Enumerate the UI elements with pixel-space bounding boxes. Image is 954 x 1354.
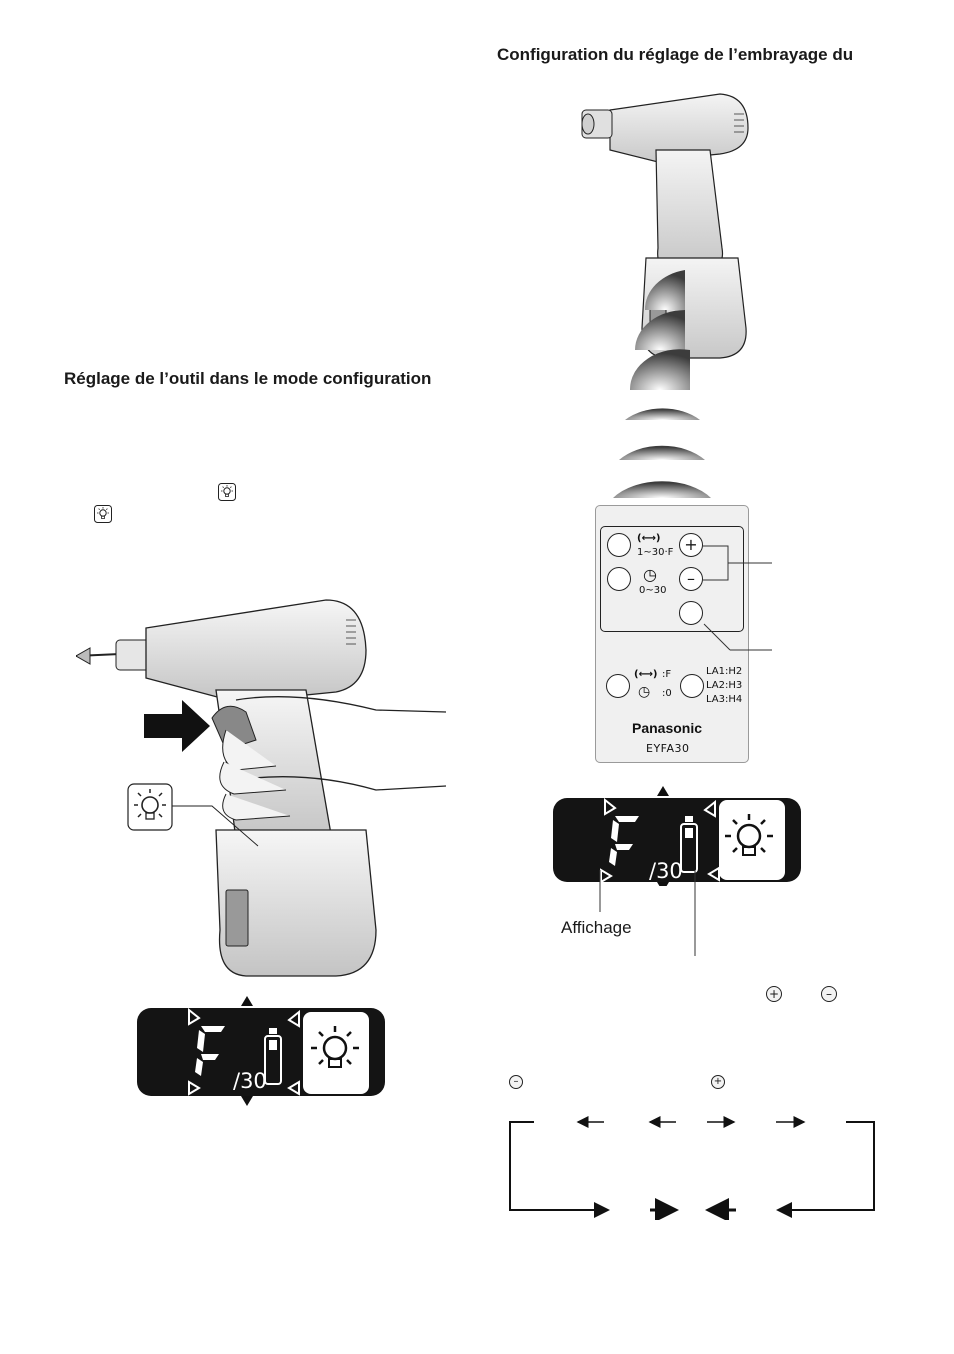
set-button[interactable] xyxy=(679,601,703,625)
minus-button-icon: – xyxy=(509,1075,523,1089)
light-icon xyxy=(94,505,112,523)
plus-button-icon: + xyxy=(711,1075,725,1089)
torque-range-label: 1~30·F xyxy=(637,547,674,558)
light-leader-line xyxy=(172,805,259,847)
push-arrow-icon xyxy=(144,700,210,752)
display-label: Affichage xyxy=(561,918,632,937)
la1-label: LA1:H2 xyxy=(706,666,743,677)
clutch-icon: (⟷) xyxy=(634,669,658,680)
drill-in-hand-illustration xyxy=(76,599,446,977)
light-icon xyxy=(127,783,173,831)
brand-logo: Panasonic xyxy=(632,720,703,736)
timer-icon: ◷ xyxy=(638,684,651,700)
timer-button[interactable] xyxy=(607,567,631,591)
plus-button[interactable]: + xyxy=(679,533,703,557)
timer-icon: ◷ xyxy=(643,565,657,584)
remote-button-panel: (⟷) 1~30·F ◷ 0~30 + – xyxy=(600,526,744,632)
infrared-signal-icon xyxy=(613,270,711,498)
light-icon xyxy=(311,1026,359,1068)
reset-torque-label: :F xyxy=(662,669,672,680)
la-button[interactable] xyxy=(680,674,704,698)
model-label: EYFA30 xyxy=(646,742,690,755)
display-panel-top: /30 xyxy=(553,786,801,886)
reset-button[interactable] xyxy=(606,674,630,698)
down-arrow-icon xyxy=(241,1096,253,1106)
seven-segment-F xyxy=(195,1026,225,1076)
plus-button-icon: + xyxy=(766,986,782,1002)
seven-segment-F xyxy=(609,816,639,866)
up-arrow-icon xyxy=(657,786,669,796)
clutch-icon: (⟷) xyxy=(637,533,661,544)
display-panel-bottom: /30 xyxy=(137,996,385,1106)
display-value: /30 xyxy=(649,859,683,883)
display-leader-lines xyxy=(599,870,696,956)
la3-label: LA3:H4 xyxy=(706,694,743,705)
la2-label: LA2:H3 xyxy=(706,680,743,691)
reset-timer-label: :0 xyxy=(662,688,672,699)
light-icon xyxy=(218,483,236,501)
section-heading-clutch-config: Configuration du réglage de l’embrayage … xyxy=(497,45,854,64)
section-heading-config-mode: Réglage de l’outil dans le mode configur… xyxy=(64,369,432,388)
timer-range-label: 0~30 xyxy=(639,585,667,596)
light-icon xyxy=(725,814,773,856)
clutch-button[interactable] xyxy=(607,533,631,557)
up-arrow-icon xyxy=(241,996,253,1006)
minus-button[interactable]: – xyxy=(679,567,703,591)
down-arrow-icon xyxy=(657,882,669,886)
display-value: /30 xyxy=(233,1069,267,1093)
leader-lines xyxy=(702,545,772,651)
setting-flow-diagram xyxy=(509,1116,875,1220)
remote-control: (⟷) 1~30·F ◷ 0~30 + – (⟷) :F ◷ :0 LA1:H2… xyxy=(595,505,749,763)
minus-button-icon: – xyxy=(821,986,837,1002)
